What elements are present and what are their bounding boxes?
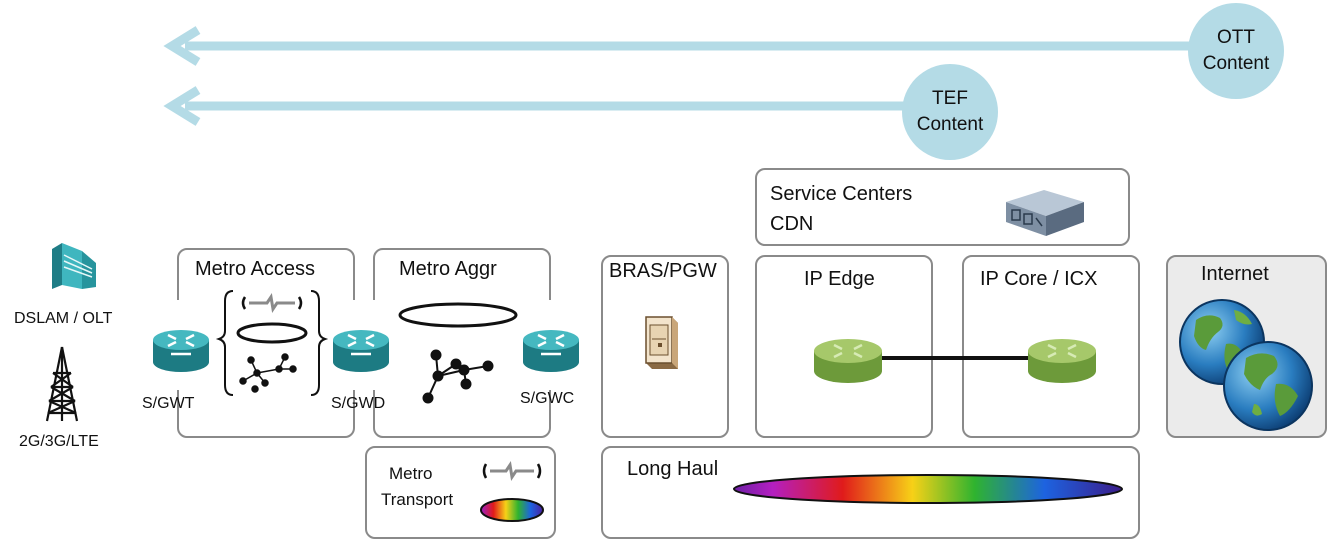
cdn-server-icon [1006, 190, 1084, 236]
dslam-icon [52, 243, 96, 289]
ip-core-box [962, 255, 1140, 438]
router-icon-gwt [153, 330, 209, 372]
router-icon-ip-edge [814, 339, 882, 383]
globe-front [1223, 341, 1313, 431]
tef-content-bubble: TEF Content [902, 64, 998, 160]
router-icon-gwc [523, 330, 579, 372]
internet-label: Internet [1201, 263, 1269, 285]
service-centers-box [755, 168, 1130, 246]
mobile-label: 2G/3G/LTE [19, 433, 99, 450]
ott-content-bubble: OTT Content [1188, 3, 1284, 99]
router-icon-gwd [333, 330, 389, 372]
cell-tower-icon [45, 346, 79, 422]
metro-transport-icons [480, 461, 544, 522]
metro-access-label: Metro Access [193, 258, 318, 281]
long-haul-box [601, 446, 1140, 539]
bras-box [601, 255, 729, 438]
metro-aggr-label: Metro Aggr [399, 258, 497, 280]
globe-icon [1179, 299, 1313, 431]
tef-content-arrow [163, 86, 910, 126]
service-centers-label: Service Centers [770, 183, 913, 205]
aggr-ring [398, 302, 518, 328]
bras-label: BRAS/PGW [609, 260, 717, 282]
access-mesh [239, 353, 297, 393]
dslam-label: DSLAM / OLT [14, 310, 113, 327]
cdn-label: CDN [770, 213, 814, 235]
transport-spectrum-ring [480, 498, 544, 522]
router-icon-ip-core [1028, 339, 1096, 383]
transport-microwave-icon [482, 461, 542, 481]
aggr-mesh [422, 349, 494, 404]
ott-content-arrow [163, 26, 1195, 66]
bras-server-icon [645, 316, 678, 369]
ip-edge-box [755, 255, 933, 438]
metro-transport-label-2: Transport [381, 490, 454, 509]
access-ring [236, 322, 308, 344]
tef-content-label: TEF Content [916, 88, 984, 135]
gwt-label: S/GWT [142, 395, 195, 412]
long-haul-spectrum [733, 474, 1123, 504]
ott-content-label: OTT Content [1202, 27, 1270, 74]
metro-transport-label-1: Metro [389, 464, 433, 483]
metro-transport-box [365, 446, 556, 539]
gwc-label: S/GWC [520, 390, 575, 407]
metro-aggr-internals [398, 302, 518, 404]
ip-core-label: IP Core / ICX [980, 268, 1098, 290]
microwave-link-icon [241, 293, 303, 313]
gwd-label: S/GWD [331, 395, 386, 412]
metro-access-internals [215, 290, 329, 396]
long-haul-label: Long Haul [627, 458, 719, 480]
ip-edge-label: IP Edge [804, 268, 875, 290]
